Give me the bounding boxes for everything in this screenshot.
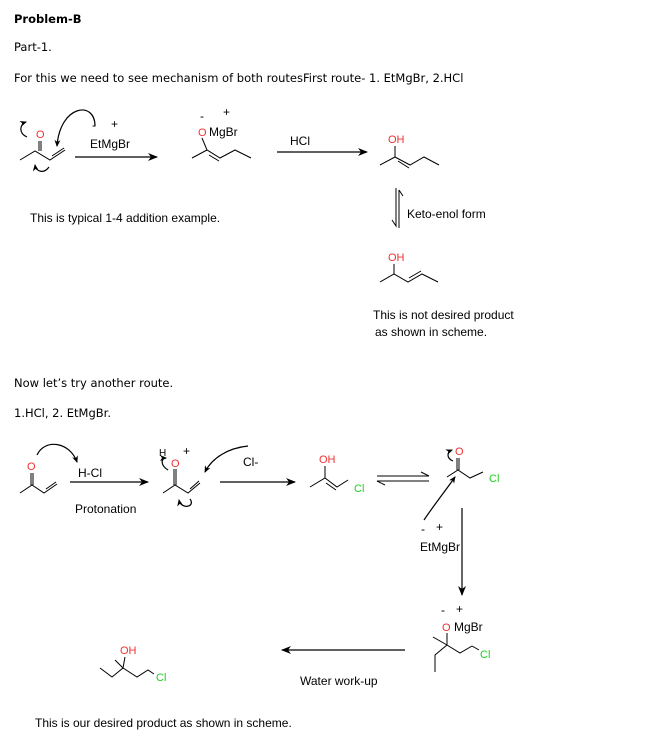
minus-charge: -: [421, 522, 425, 536]
molecule-enol: OH: [379, 134, 440, 169]
conclusion-text: This is our desired product as shown in …: [35, 716, 292, 730]
svg-text:Cl: Cl: [480, 649, 490, 661]
problem-heading: Problem-B: [14, 12, 82, 26]
molecule-alkoxide: - + O MgBr Cl: [432, 602, 490, 672]
svg-text:+: +: [223, 105, 230, 119]
curved-arrow-icon: [36, 443, 78, 463]
reagent-h-cl: H-Cl: [78, 466, 102, 480]
svg-text:OH: OH: [388, 252, 405, 264]
route2-title: 1.HCl, 2. EtMgBr.: [14, 406, 111, 420]
curved-arrow-icon: [204, 445, 249, 473]
oxygen-label: O: [36, 129, 45, 141]
equilibrium-arrows: [376, 471, 430, 486]
svg-text:MgBr: MgBr: [209, 125, 238, 139]
addition-note: This is typical 1-4 addition example.: [30, 211, 220, 225]
chloride-ion: Cl-: [243, 455, 258, 469]
svg-text:H: H: [159, 448, 166, 459]
svg-text:-: -: [441, 603, 445, 617]
workup-label: Water work-up: [300, 674, 378, 688]
curved-arrow-icon: [54, 109, 96, 147]
svg-text:-: -: [200, 109, 204, 123]
curved-arrow-icon: [445, 449, 454, 462]
protonation-label: Protonation: [75, 502, 136, 516]
intro-text: For this we need to see mechanism of bot…: [14, 71, 464, 85]
svg-text:+: +: [456, 602, 463, 616]
molecule-methyl-vinyl-ketone-1: O: [19, 129, 66, 161]
curved-arrow-icon: [177, 498, 192, 507]
svg-text:OH: OH: [388, 134, 405, 146]
keto-enol-label: Keto-enol form: [407, 207, 486, 221]
svg-text:O: O: [198, 127, 207, 139]
molecule-chloro-enol: OH Cl: [309, 454, 364, 495]
molecule-allylic-alcohol: OH: [379, 252, 439, 283]
svg-text:O: O: [442, 622, 451, 634]
svg-text:+: +: [183, 444, 190, 458]
svg-text:OH: OH: [120, 645, 137, 657]
plus-charge: +: [436, 520, 443, 534]
svg-text:Cl: Cl: [354, 483, 364, 495]
svg-text:Cl: Cl: [489, 473, 499, 485]
molecule-enolate-intermediate: - + O MgBr: [191, 105, 252, 162]
curved-arrow-icon: [32, 164, 50, 172]
svg-text:Cl: Cl: [156, 672, 166, 684]
keto-enol-equilibrium-arrow: [391, 188, 404, 228]
part-label: Part-1.: [14, 40, 52, 54]
molecule-protonated-ketone: H O +: [159, 444, 201, 494]
curved-arrow-icon: [423, 476, 456, 521]
molecule-desired-product: OH Cl: [99, 645, 166, 684]
svg-text:O: O: [27, 461, 36, 473]
svg-text:O: O: [171, 458, 180, 470]
transition-text: Now let’s try another route.: [14, 376, 174, 390]
molecule-methyl-vinyl-ketone-2: O: [19, 461, 58, 494]
plus-charge: +: [111, 117, 118, 131]
result-note-line1: This is not desired product: [373, 308, 514, 322]
reagent-etmgbr: EtMgBr: [420, 540, 460, 554]
reagent-etmgbr: EtMgBr: [90, 137, 130, 151]
svg-text:OH: OH: [319, 454, 336, 466]
svg-text:MgBr: MgBr: [454, 620, 483, 634]
curved-arrow-icon: [159, 455, 169, 471]
minus-charge: -: [92, 118, 96, 132]
reagent-hcl: HCl: [290, 134, 310, 148]
curved-arrow-icon: [19, 121, 28, 138]
result-note-line2: as shown in scheme.: [375, 325, 487, 339]
svg-text:O: O: [455, 446, 464, 458]
molecule-chloro-ketone: O Cl: [446, 446, 499, 485]
